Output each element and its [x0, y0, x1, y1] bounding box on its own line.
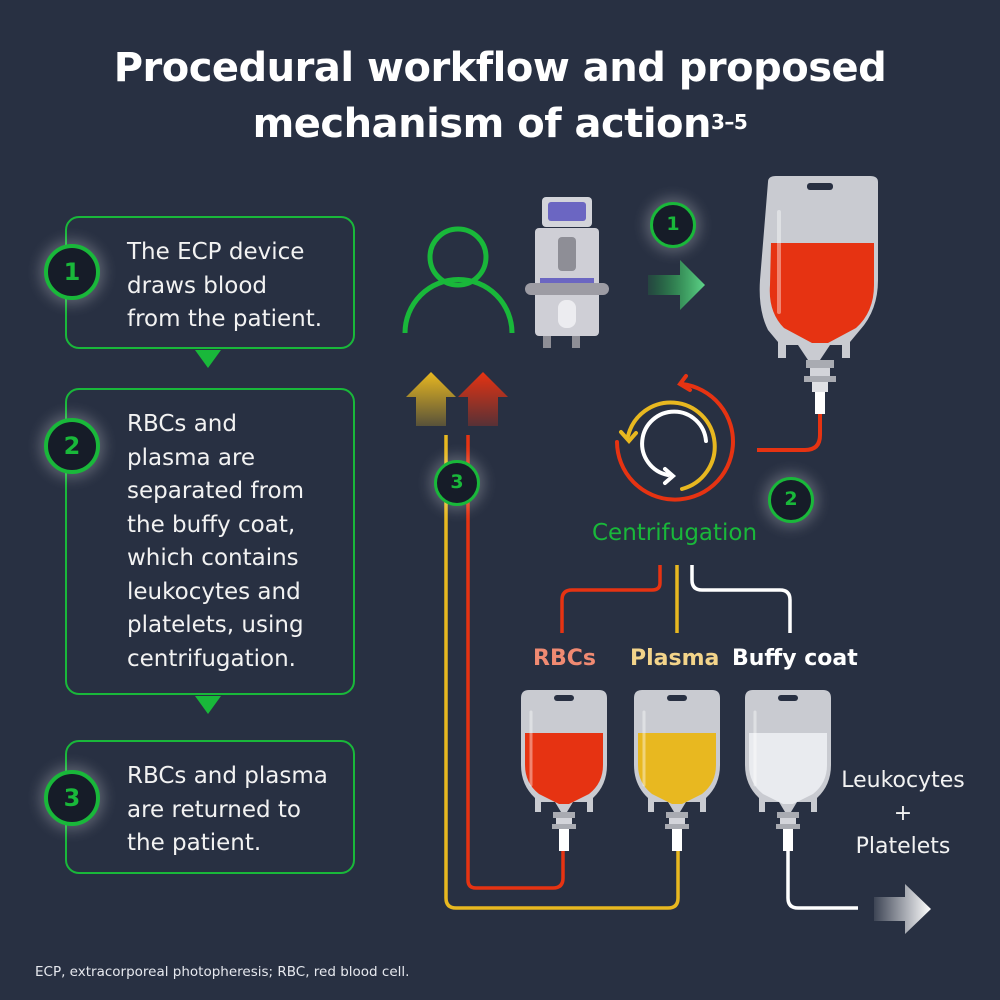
rbc-bracket [560, 565, 662, 633]
step-3-line: RBCs and plasma [127, 763, 328, 789]
arrow-right-icon [648, 260, 705, 310]
output-label: Leukocytes + Platelets [828, 764, 978, 863]
step-text-3: RBCs and plasma are returned to the pati… [127, 760, 328, 861]
step-box-1: The ECP device draws blood from the pati… [65, 216, 355, 349]
step-badge-2: 2 [44, 418, 100, 474]
rbcs-label: RBCs [533, 646, 596, 671]
blood-bag-icon [757, 176, 878, 452]
step-2-line: plasma are [127, 444, 256, 471]
arrow-right-icon [874, 884, 931, 934]
title-line-2-text: mechanism of action [252, 101, 712, 147]
arrow-up-icon [406, 372, 456, 426]
step-2-line: separated from [127, 478, 304, 504]
step-badge-1: 1 [44, 244, 100, 300]
step-1-line: draws blood [127, 272, 267, 299]
step-2-line: leukocytes and [127, 578, 301, 605]
step-1-line: The ECP device [127, 239, 305, 265]
output-label-line: + [893, 801, 913, 826]
plasma-label: Plasma [630, 646, 720, 671]
down-arrow-icon [195, 350, 221, 368]
centrifugation-label: Centrifugation [592, 520, 758, 546]
step-badge-3: 3 [44, 770, 100, 826]
centrifuge-icon [615, 374, 735, 502]
page-title: Procedural workflow and proposed mechani… [0, 40, 1000, 152]
ecp-device-icon [525, 197, 609, 348]
diagram-badge-1: 1 [650, 202, 696, 248]
buffy-coat-label: Buffy coat [732, 646, 858, 671]
patient-icon [402, 226, 515, 334]
step-2-line: centrifugation. [127, 645, 296, 672]
buffy-output-line [786, 850, 858, 910]
step-1-line: from the patient. [127, 306, 323, 332]
output-label-line: Leukocytes [841, 768, 965, 793]
plasma-bag-icon [634, 690, 720, 851]
buffy-bracket [690, 565, 792, 633]
step-3-line: the patient. [127, 830, 262, 856]
step-2-line: the buffy coat, [127, 511, 296, 538]
buffy-coat-bag-icon [745, 690, 831, 851]
rbc-bag-icon [521, 690, 607, 851]
title-superscript: 3–5 [711, 110, 748, 134]
step-2-line: which contains [127, 545, 299, 571]
arrow-up-icon [458, 372, 508, 426]
step-2-line: RBCs and [127, 411, 237, 437]
output-label-line: Platelets [855, 834, 951, 859]
down-arrow-icon [195, 696, 221, 714]
step-3-line: are returned to [127, 796, 301, 823]
title-line-2: mechanism of action3–5 [0, 96, 1000, 152]
footnote: ECP, extracorporeal photopheresis; RBC, … [35, 964, 410, 980]
return-line-plasma [444, 435, 680, 910]
step-box-2: RBCs and plasma are separated from the b… [65, 388, 355, 695]
diagram-badge-2: 2 [768, 477, 814, 523]
title-line-1: Procedural workflow and proposed [113, 45, 887, 91]
step-2-line: platelets, using [127, 612, 304, 638]
step-text-2: RBCs and plasma are separated from the b… [127, 408, 304, 676]
step-text-1: The ECP device draws blood from the pati… [127, 236, 322, 337]
diagram-badge-3: 3 [434, 460, 480, 506]
return-line-rbc [466, 435, 565, 890]
